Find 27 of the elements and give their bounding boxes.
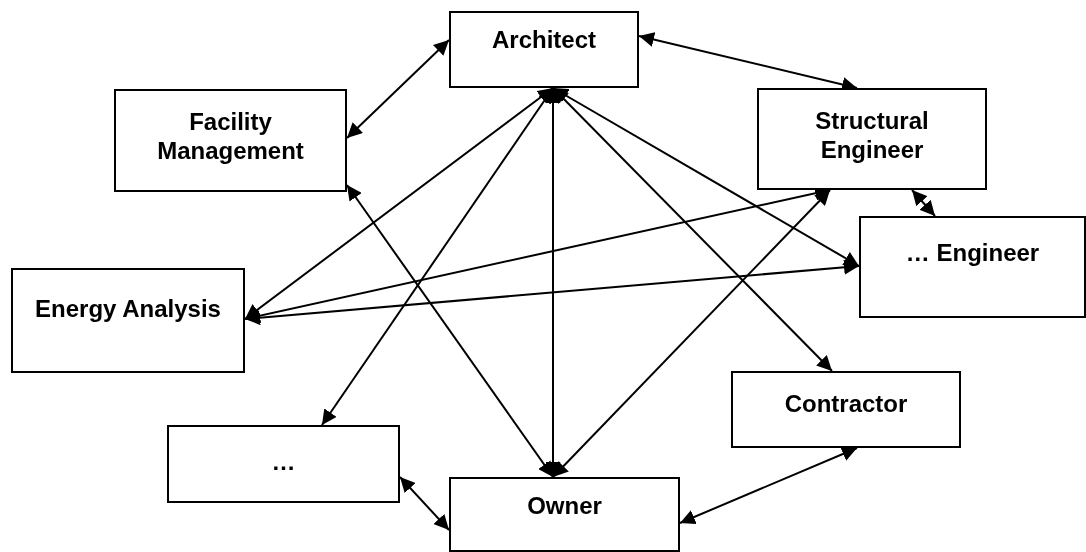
double-arrow [399,476,450,531]
role-box [859,216,1086,318]
double-arrow [552,87,833,372]
double-arrow [911,189,936,217]
double-arrow [244,259,860,326]
role-box [449,11,639,88]
double-arrow [346,39,450,139]
role-label: Facility Management [156,107,305,165]
double-arrow [321,87,554,426]
role-label: … Engineer [905,238,1040,267]
role-label: Contractor [784,389,908,418]
role-box [757,88,987,190]
double-arrow [545,87,561,478]
role-box [167,425,400,503]
double-arrow [244,87,554,320]
role-box [11,268,245,373]
role-label: Architect [492,25,596,54]
role-label: … [271,447,296,476]
double-arrow [346,184,554,478]
role-label: Structural Engineer [814,106,930,164]
double-arrow [679,446,858,525]
double-arrow [552,189,831,478]
role-box [114,89,347,192]
role-box [449,477,680,552]
role-box [731,371,961,448]
role-label: Energy Analysis [35,294,221,323]
role-label: Owner [527,491,602,520]
